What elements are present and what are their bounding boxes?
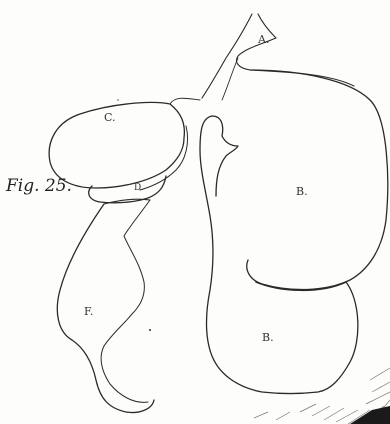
outline-tube-f-inner [101, 200, 150, 402]
outline-tube-f [57, 204, 154, 413]
stipple-dot [117, 99, 119, 101]
label-b-upper: B. [296, 186, 308, 197]
label-c: C. [104, 112, 116, 123]
outline-lobe-b-upper [247, 70, 388, 290]
outline-duct-a [202, 14, 354, 98]
label-d: D. [134, 184, 144, 193]
outline-lobe-b-lower [200, 116, 358, 394]
label-f: F. [84, 306, 93, 317]
outline-duct-a-stem [170, 58, 238, 104]
label-b-lower: B. [262, 332, 274, 343]
outline-neck-d [89, 176, 166, 203]
figure-caption: Fig. 25. [6, 176, 72, 196]
page-edge-shadow [350, 406, 390, 424]
stipple-dot [149, 329, 151, 331]
label-a: A. [258, 34, 269, 45]
outline-body-c-inner [140, 126, 188, 190]
